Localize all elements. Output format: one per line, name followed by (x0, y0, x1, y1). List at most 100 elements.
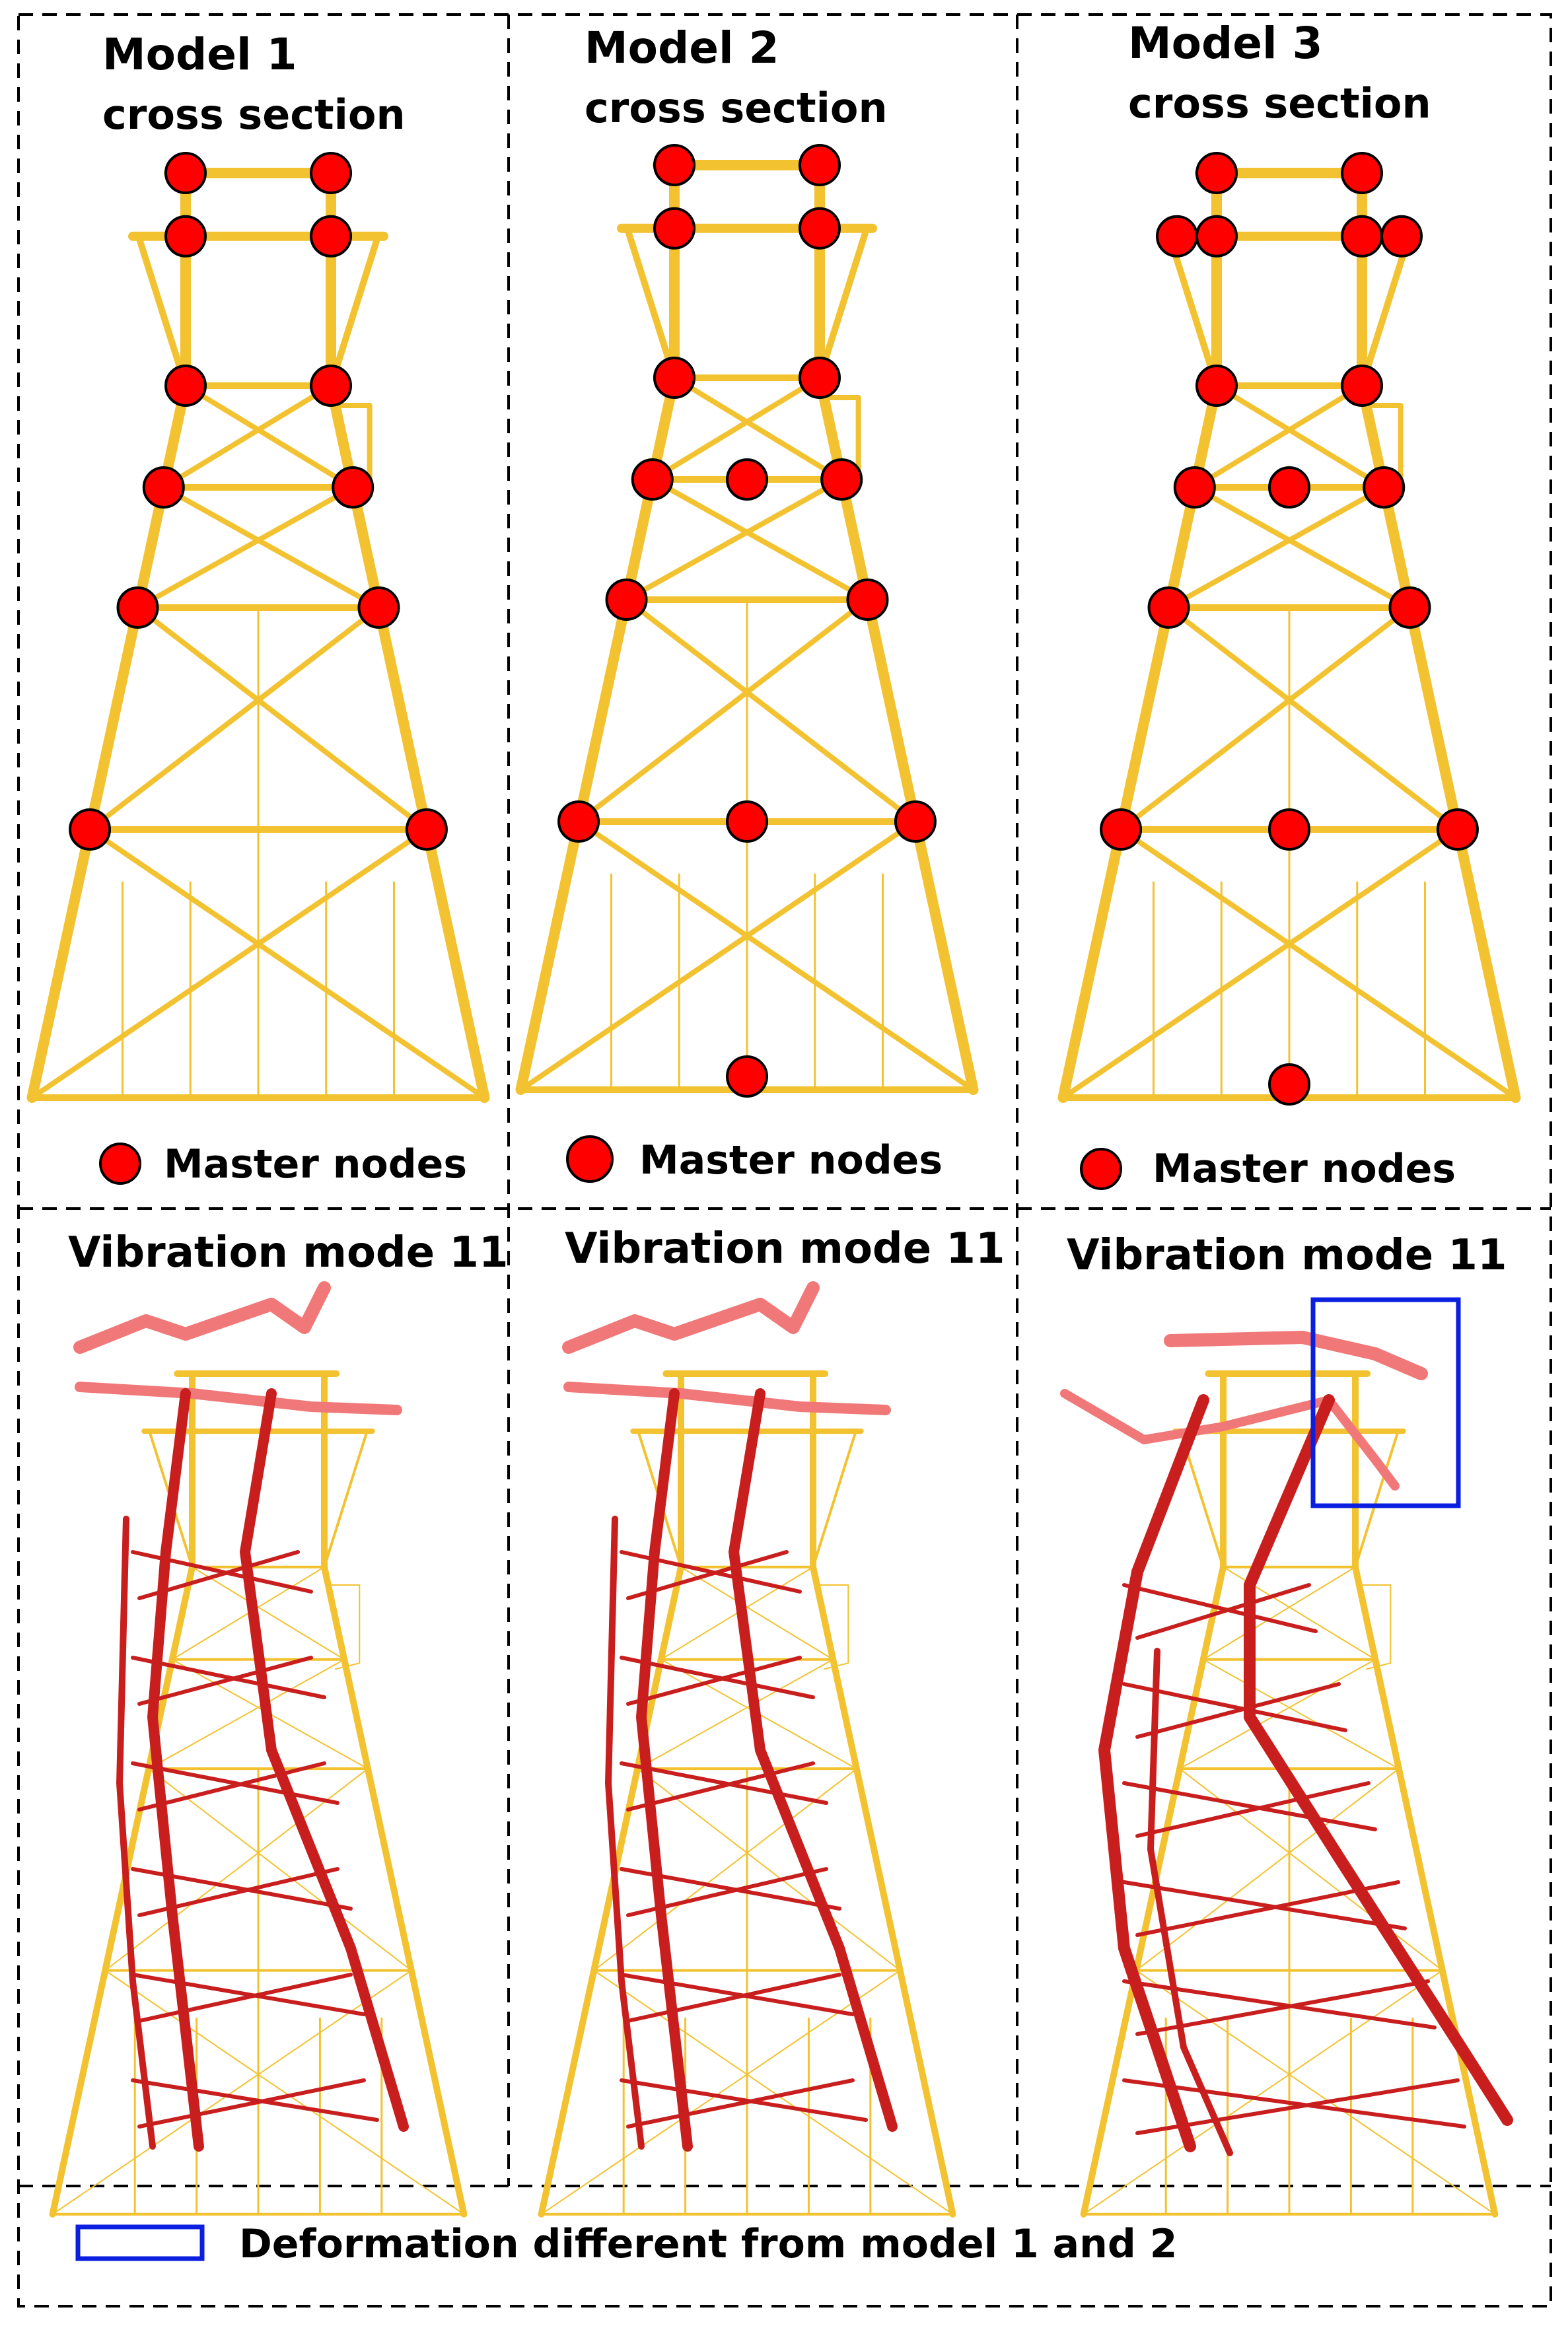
mode-2-title: Vibration mode 11 (565, 1224, 1005, 1273)
deformed-brace (137, 1973, 353, 2023)
master-node (846, 579, 889, 621)
model-3-legend-marker (1080, 1148, 1122, 1190)
deformed-brace (131, 1973, 366, 2016)
deformed-leg-back (605, 1516, 645, 2150)
master-node (116, 586, 159, 629)
cross-section-row: Model 1 cross section Master nodes Model… (26, 18, 1521, 1192)
x-brace (29, 827, 429, 1100)
model-3-legend-label: Master nodes (1153, 1146, 1456, 1192)
master-node (1268, 466, 1310, 509)
x-brace (135, 605, 429, 832)
boat-landing (817, 1584, 849, 1670)
highlight-legend-marker (75, 2224, 205, 2261)
mode-3-title: Vibration mode 11 (1067, 1231, 1507, 1280)
deformed-brace (1122, 1583, 1318, 1633)
deformed-brace (1135, 1583, 1311, 1640)
mode-2-undeformed-structure (538, 1370, 956, 2218)
x-brace (1118, 827, 1518, 1100)
x-brace (637, 1658, 834, 1770)
x-brace (1083, 1969, 1443, 2215)
master-node (726, 1055, 768, 1098)
deformed-top-deck (1164, 1331, 1428, 1380)
model-1-subtitle: cross section (102, 90, 406, 139)
master-node (799, 207, 841, 250)
master-node (1341, 365, 1383, 407)
boat-landing (1359, 1584, 1392, 1670)
vibration-mode-row: Vibration mode 11 Vibration mode 11 Vibr… (49, 1224, 1513, 2218)
brace (816, 227, 869, 381)
brace (625, 227, 678, 381)
model-3-master-nodes (1100, 152, 1479, 1106)
master-node (310, 365, 352, 407)
deformed-top-deck (562, 1281, 820, 1354)
deformed-leg-back (1147, 1648, 1233, 2156)
x-brace (576, 819, 976, 1092)
deformed-leg-right (729, 1388, 898, 2132)
outer-frame (17, 13, 1552, 2308)
master-node (653, 357, 695, 399)
x-brace (624, 597, 918, 824)
model-1-structure (26, 168, 490, 1103)
deformed-brace (1135, 1781, 1371, 1838)
panel-mode-1: Vibration mode 11 (49, 1228, 508, 2218)
model-1-title: Model 1 (102, 29, 297, 80)
deformed-brace (626, 1867, 828, 1917)
x-brace (1202, 1658, 1400, 1770)
deformed-brace (1122, 2078, 1466, 2129)
deformed-brace (1135, 1979, 1430, 2036)
deformed-brace (626, 1973, 841, 2023)
master-node (653, 207, 695, 250)
brace (328, 235, 380, 389)
master-node (405, 808, 448, 851)
model-1-master-nodes (69, 152, 448, 851)
deformed-leg-left (1098, 1394, 1209, 2152)
master-node (332, 466, 374, 509)
mode-1-deformed-shape (73, 1281, 409, 2152)
master-node (726, 458, 768, 501)
x-brace (1166, 605, 1460, 832)
deformed-top-deck (73, 1281, 331, 1354)
master-node (653, 144, 695, 186)
deformed-brace (131, 1867, 353, 1911)
x-brace (1192, 485, 1413, 610)
deformed-brace (1122, 1880, 1407, 1930)
x-brace (192, 1566, 345, 1660)
master-node (1436, 808, 1479, 851)
model-2-title: Model 2 (585, 22, 779, 73)
brace (136, 235, 189, 389)
master-node (1380, 215, 1423, 258)
mode-3-deformed-shape (1060, 1331, 1513, 2156)
x-brace (1192, 383, 1365, 490)
master-node (799, 357, 841, 399)
master-node (1147, 586, 1190, 629)
brace (1354, 1432, 1399, 1568)
master-node (1388, 586, 1431, 629)
deformed-brace (626, 1656, 802, 1706)
master-node (894, 800, 937, 843)
deformed-brace (620, 1761, 828, 1805)
master-node (1341, 215, 1383, 258)
deformed-brace (626, 2078, 855, 2129)
x-brace (1214, 383, 1387, 490)
deformed-brace (137, 2078, 366, 2129)
x-brace (183, 383, 356, 490)
deformed-brace (137, 1656, 313, 1706)
model-1-legend-label: Master nodes (164, 1141, 467, 1187)
brace (323, 1432, 368, 1568)
deformed-brace (626, 1550, 789, 1600)
model-3-structure (1057, 168, 1521, 1103)
deformed-leg-right (1244, 1394, 1513, 2126)
deformed-brace (626, 1761, 815, 1812)
deformed-brace (1135, 2078, 1460, 2135)
master-node (1363, 466, 1406, 509)
master-node (631, 458, 674, 501)
model-3-title: Model 3 (1128, 18, 1323, 69)
master-node (1156, 215, 1198, 258)
boat-landing (328, 1584, 361, 1670)
deformed-brace (131, 1550, 313, 1594)
master-node (1100, 808, 1143, 851)
deformed-brace (1122, 1682, 1347, 1732)
deformed-brace (137, 1761, 326, 1812)
master-node (1268, 808, 1310, 851)
